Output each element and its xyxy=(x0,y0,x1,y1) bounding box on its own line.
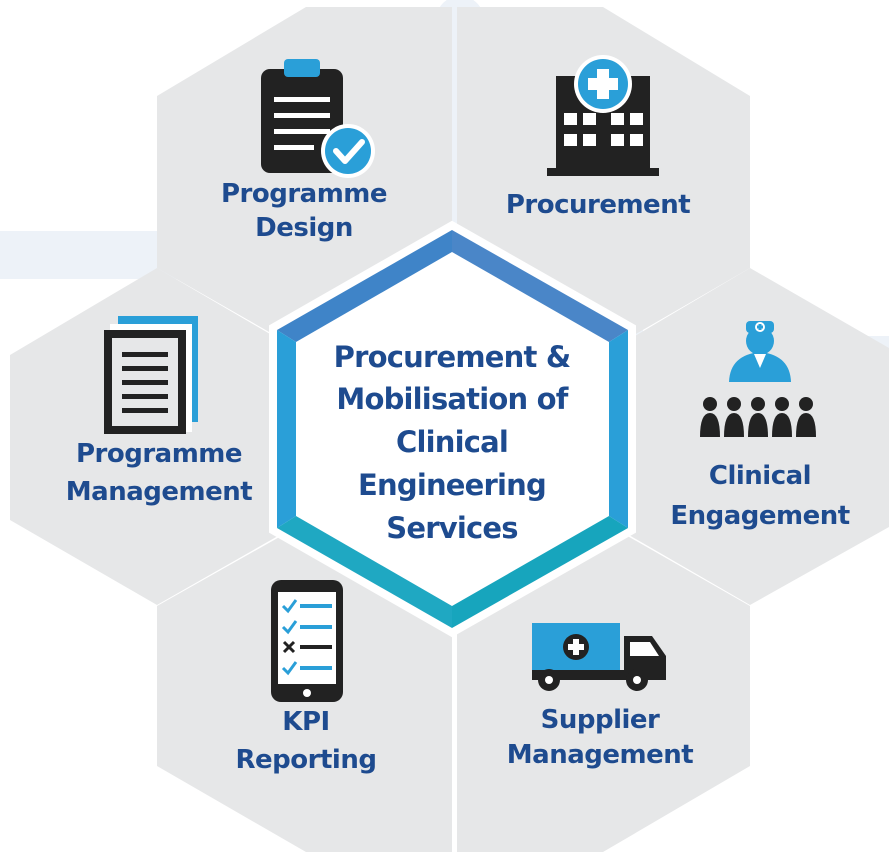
hex-programme-management xyxy=(10,268,306,605)
label-line: Management xyxy=(66,477,252,507)
label-kpi-reporting: KPI Reporting xyxy=(236,707,377,775)
label-line: Programme xyxy=(76,439,242,469)
label-line: Management xyxy=(507,740,693,770)
document-stack-icon xyxy=(104,316,198,434)
label-line: Programme xyxy=(221,179,387,209)
center-line: Procurement & xyxy=(334,340,571,374)
hospital-building-icon xyxy=(547,55,659,176)
hex-clinical-engagement xyxy=(603,268,889,605)
center-line: Engineering xyxy=(358,468,546,502)
label-supplier-management: Supplier Management xyxy=(507,705,694,770)
clipboard-check-icon xyxy=(261,59,375,178)
center-line: Mobilisation of xyxy=(336,382,568,416)
label-line: Design xyxy=(255,213,353,243)
center-hex-border xyxy=(277,230,628,628)
phone-checklist-icon xyxy=(271,580,343,702)
center-title: Procurement & Mobilisation of Clinical E… xyxy=(334,340,572,545)
label-line: KPI xyxy=(282,707,329,737)
label-programme-management: Programme Management xyxy=(66,439,253,507)
label-programme-design: Programme Design xyxy=(221,179,388,243)
label-procurement: Procurement xyxy=(506,190,691,220)
label-line: Supplier xyxy=(541,705,660,735)
label-line: Clinical xyxy=(709,461,811,491)
label-line: Procurement xyxy=(506,190,690,220)
delivery-truck-icon xyxy=(532,623,666,691)
label-clinical-engagement: Clinical Engagement xyxy=(670,461,850,531)
label-line: Reporting xyxy=(236,745,377,775)
label-line: Engagement xyxy=(670,501,849,531)
center-line: Clinical xyxy=(396,425,508,459)
hex-supplier-management xyxy=(457,522,750,852)
doctor-group-icon xyxy=(700,321,816,437)
center-line: Services xyxy=(386,511,517,545)
